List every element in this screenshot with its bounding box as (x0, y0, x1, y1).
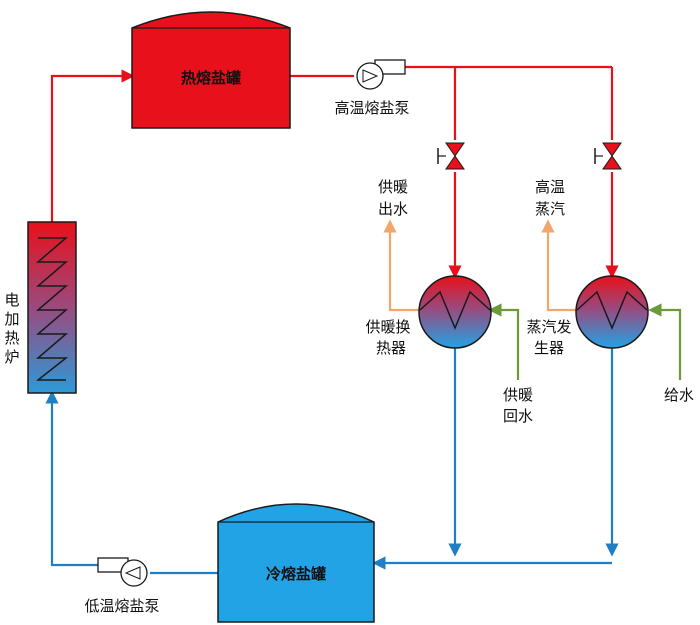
heating-return-label-2: 回水 (503, 407, 533, 425)
heating-heat-exchanger (418, 275, 492, 349)
water-lines (383, 219, 682, 380)
heater-label-2: 加 (4, 310, 19, 328)
cold-tank-label: 冷熔盐罐 (266, 565, 326, 583)
high-temp-pump-label: 高温熔盐泵 (334, 99, 409, 117)
heating-out-label-1: 供暖 (378, 178, 408, 196)
valve-icon (437, 142, 465, 170)
heating-hx-label-2: 热器 (376, 339, 406, 357)
cold-salt-tank: 冷熔盐罐 (217, 503, 375, 623)
hot-salt-tank: 热熔盐罐 (131, 11, 291, 129)
pipe-steam-out (541, 219, 578, 312)
heating-return-label-1: 供暖 (503, 386, 533, 404)
hot-salt-pipes (50, 65, 619, 279)
steam-out-label-2: 蒸汽 (535, 200, 565, 218)
hot-tank-label: 热熔盐罐 (181, 69, 241, 87)
pipe-heater-to-hot-tank (50, 69, 135, 222)
valve-icon (594, 142, 622, 170)
pipe-heating-water-out (383, 219, 419, 312)
heating-out-label-2: 出水 (378, 200, 408, 218)
heater-label-3: 热 (4, 329, 19, 347)
steam-gen-label-1: 蒸汽发 (526, 318, 571, 336)
heater-label-4: 炉 (4, 348, 19, 366)
steam-gen-label-2: 生器 (534, 339, 564, 357)
low-temp-pump-icon (97, 557, 148, 587)
high-temp-pump-icon (356, 59, 406, 90)
heating-hx-label-1: 供暖换 (365, 318, 410, 336)
steam-generator (575, 275, 649, 349)
pipe-pump-to-heater (45, 390, 118, 567)
electric-heater (27, 221, 77, 394)
pipe-heating-water-return (488, 303, 520, 380)
pipe-feed-water (648, 303, 682, 380)
feed-water-label: 给水 (664, 386, 694, 404)
heater-label-1: 电 (4, 291, 19, 309)
cold-salt-pipes (45, 347, 619, 575)
steam-out-label-1: 高温 (535, 178, 565, 196)
low-temp-pump-label: 低温熔盐泵 (84, 597, 159, 615)
